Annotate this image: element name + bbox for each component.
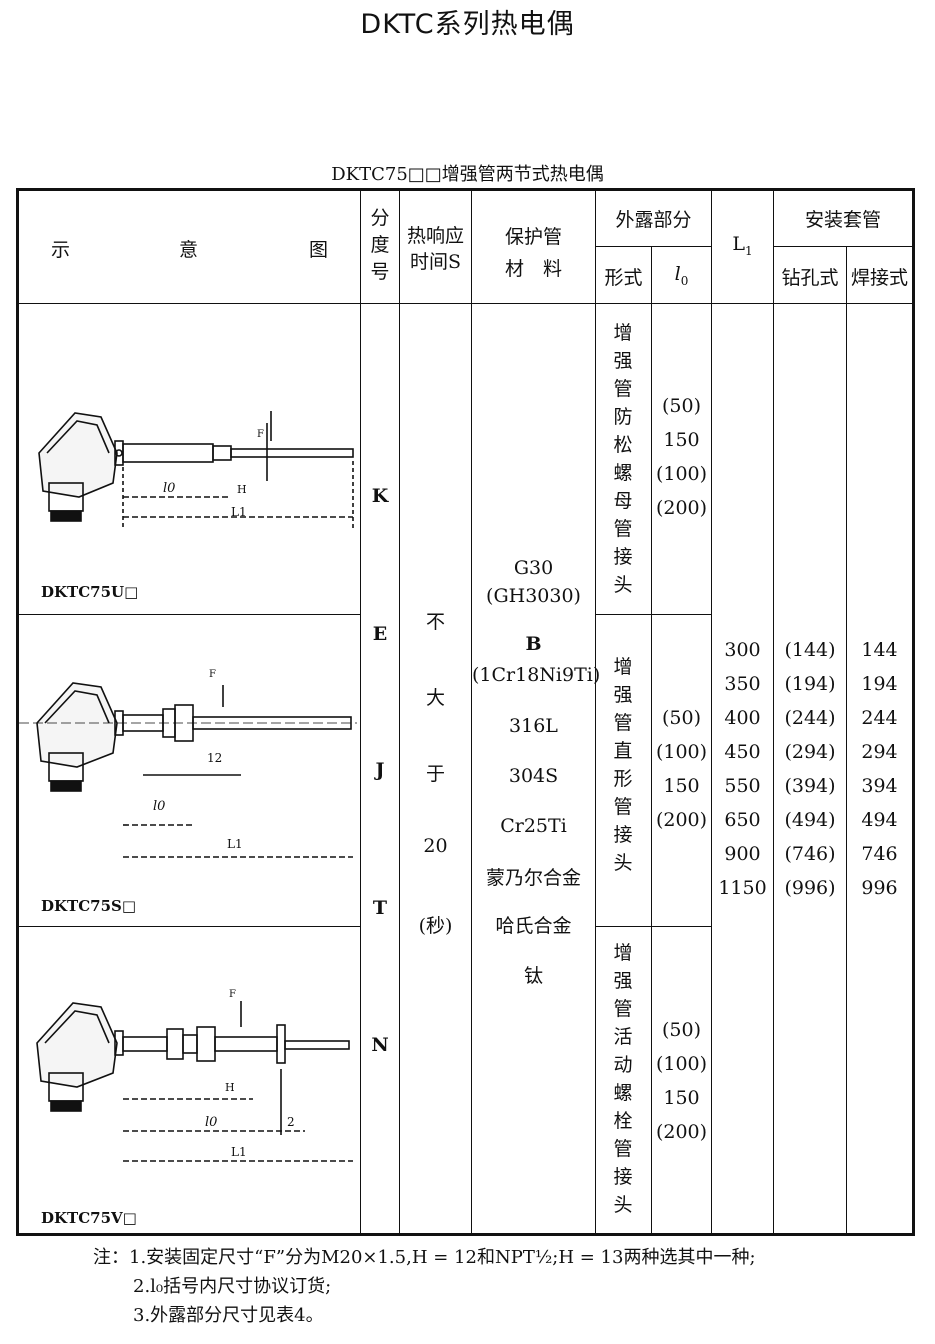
l0-row-3: (50)(100)150(200) [655, 1019, 708, 1143]
note-1: 注：1.安装固定尺寸“F”分为M20×1.5,H = 12和NPT½;H = 1… [93, 1247, 756, 1268]
diagram-u [38, 411, 354, 529]
material-hastelloy: 哈氏合金 [495, 915, 572, 937]
header-graduation: 分 度 号 [370, 207, 390, 283]
col-divider [651, 246, 652, 1233]
l0-row-1: (50)150(100)(200) [655, 395, 708, 519]
material-b: B [525, 633, 542, 655]
header-diagram-2: 意 [179, 239, 199, 261]
header-subdivider [595, 246, 711, 247]
thermocouple-drawings [19, 411, 357, 1162]
graduation-J: J [375, 759, 385, 781]
header-response-time: 热响应 时间S [406, 225, 464, 273]
u-L1-label: L1 [231, 505, 247, 519]
note-2: 2.l₀括号内尺寸协议订货; [133, 1276, 332, 1297]
row-divider [19, 926, 360, 927]
header-drill: 钻孔式 [781, 267, 839, 289]
u-h-label: H [237, 483, 247, 496]
v-f-label: F [229, 989, 236, 1000]
s-l0-label: l0 [153, 799, 166, 814]
response-1: 不 [425, 611, 445, 633]
spec-table: 示 意 图 分 度 号 热响应 时间S 保护管 材 料 外露部分 形式 l0 L… [16, 188, 915, 1236]
material-monel: 蒙乃尔合金 [485, 867, 581, 889]
header-L1: L1 [732, 233, 753, 258]
col-divider [595, 191, 596, 1233]
diagram-v [36, 1001, 353, 1162]
form-row-3: 增强管活动螺栓管接头 [613, 942, 633, 1216]
form-row-2: 增强管直形管接头 [613, 656, 633, 874]
model-v: DKTC75V□ [41, 1209, 137, 1227]
response-3: 于 [425, 763, 445, 785]
header-diagram-1: 示 [51, 239, 71, 261]
row-divider [19, 614, 360, 615]
header-subdivider [773, 246, 912, 247]
row-divider [595, 926, 711, 927]
s-dim-label: 12 [207, 751, 223, 765]
header-l0: l0 [674, 263, 689, 288]
s-L1-label: L1 [227, 837, 243, 851]
v-L1-label: L1 [231, 1145, 247, 1159]
l0-row-2: (50)(100)150(200) [655, 707, 708, 831]
response-5: (秒) [418, 915, 453, 937]
material-titanium: 钛 [523, 965, 543, 987]
material-316l: 316L [509, 715, 558, 737]
graduation-K: K [371, 485, 389, 507]
col-divider [711, 191, 712, 1233]
material-g30: G30 [513, 557, 554, 579]
diagram-s [19, 682, 357, 858]
notes: 注：1.安装固定尺寸“F”分为M20×1.5,H = 12和NPT½;H = 1… [93, 1243, 756, 1330]
header-form: 形式 [604, 267, 643, 289]
col-divider [360, 191, 361, 1233]
v-l0-label: l0 [205, 1115, 218, 1130]
col-divider [399, 191, 400, 1233]
response-4: 20 [423, 835, 448, 857]
material-gh3030: (GH3030) [486, 585, 581, 607]
header-tube-material: 保护管 材 料 [504, 226, 562, 280]
graduation-N: N [371, 1034, 389, 1056]
model-s: DKTC75S□ [41, 897, 137, 915]
v-h-label: H [225, 1081, 235, 1094]
graduation-E: E [372, 623, 388, 645]
drill-values: (144)(194)(244)(294)(394)(494)(746)(996) [784, 639, 836, 899]
response-2: 大 [425, 687, 445, 709]
material-cr25ti: Cr25Ti [500, 815, 567, 837]
graduation-T: T [372, 897, 388, 919]
note-3: 3.外露部分尺寸见表4。 [133, 1305, 324, 1326]
col-divider [471, 191, 472, 1233]
table-title: DKTC75□□增强管两节式热电偶 [331, 164, 604, 185]
model-u: DKTC75U□ [41, 583, 139, 601]
v-dim-label: 2 [287, 1115, 295, 1129]
header-diagram-3: 图 [309, 239, 329, 261]
header-weld: 焊接式 [850, 267, 908, 289]
material-304s: 304S [508, 765, 559, 787]
row-divider [595, 614, 711, 615]
u-f-label: F [257, 429, 264, 440]
header-exposed: 外露部分 [615, 209, 692, 231]
form-row-1: 增强管防松螺母管接头 [613, 322, 633, 596]
u-l0-label: l0 [163, 481, 176, 496]
page-title: DKTC系列热电偶 [360, 9, 575, 40]
header-sleeve: 安装套管 [804, 209, 881, 231]
col-divider [846, 246, 847, 1233]
material-1cr18ni9ti: (1Cr18Ni9Ti) [472, 664, 601, 686]
s-f-label: F [209, 669, 216, 680]
col-divider [773, 191, 774, 1233]
header-divider [19, 303, 912, 304]
